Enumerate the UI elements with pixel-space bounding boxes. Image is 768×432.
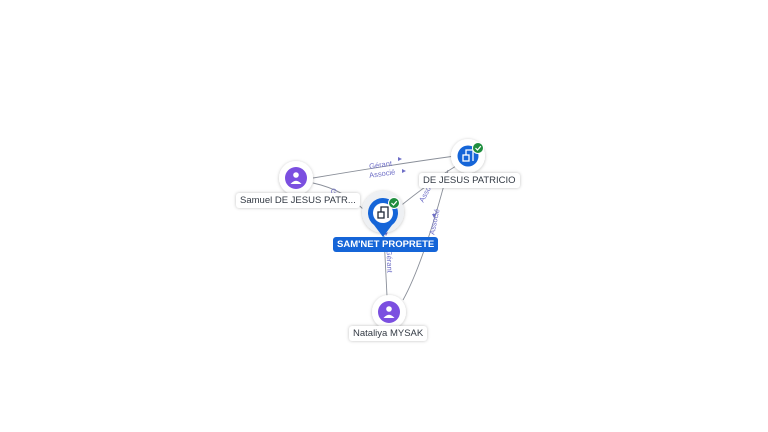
person-icon [383, 306, 395, 318]
arrow-head [398, 157, 402, 161]
edge-label-associe-top: Associé [369, 167, 396, 180]
arrow-head [432, 214, 436, 218]
node-label-company2[interactable]: DE JESUS PATRICIO [419, 173, 520, 188]
edge-label-mysak-main: Gérant [385, 250, 395, 274]
node-samuel[interactable] [279, 161, 313, 195]
check-badge [388, 197, 400, 209]
node-company2[interactable] [451, 139, 485, 173]
company-icon [377, 206, 389, 219]
person-icon [290, 172, 302, 184]
node-label-main[interactable]: SAM'NET PROPRETE [333, 237, 439, 252]
company-icon [462, 149, 474, 162]
node-mysak[interactable] [372, 295, 406, 329]
node-circle [285, 167, 307, 189]
check-icon [391, 200, 398, 206]
check-badge [472, 142, 484, 154]
node-main[interactable] [362, 191, 404, 237]
edge-label-samuel-main: G [329, 186, 339, 197]
edge-label-gerant-top: Gérant [369, 159, 394, 171]
node-label-samuel[interactable]: Samuel DE JESUS PATR... [236, 193, 360, 208]
edge-samuel-company2[interactable] [312, 155, 456, 179]
arrow-head [402, 169, 406, 173]
edge-label-mysak-company2: Associé [427, 208, 441, 236]
node-circle [378, 301, 400, 323]
node-label-mysak[interactable]: Nataliya MYSAK [349, 326, 428, 341]
check-icon [475, 145, 482, 151]
